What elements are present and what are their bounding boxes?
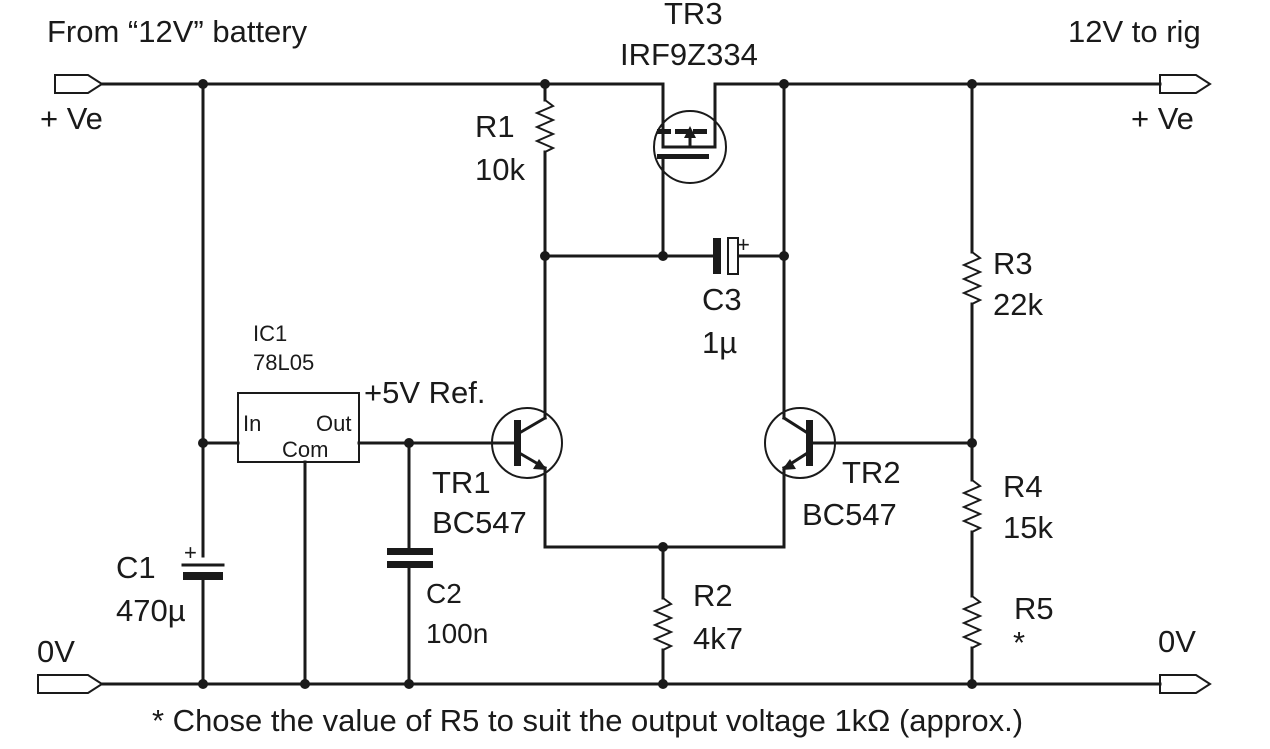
tr3-label: TR3 [664,0,723,31]
r2-value: 4k7 [693,621,743,656]
tr2-transistor [764,407,974,549]
r2-label: R2 [693,578,733,613]
output-gnd-label: 0V [1158,624,1196,659]
r4-label: R4 [1003,469,1043,504]
input-title: From “12V” battery [47,14,308,49]
ic1-label: IC1 [253,321,287,346]
ic1-regulator: In Out Com [237,392,360,463]
output-pos-label: + Ve [1131,101,1194,136]
input-gnd-label: 0V [37,634,75,669]
r1-label: R1 [475,109,515,144]
input-vertical-wire [201,82,240,686]
r2-resistor [652,545,674,686]
ic1-pin-in: In [243,411,261,436]
c3-polarity: + [737,232,750,257]
input-gnd-terminal[interactable] [37,674,104,694]
r3-label: R3 [993,246,1033,281]
ic1-pin-com: Com [282,437,328,462]
output-pos-terminal[interactable] [1159,74,1212,94]
tr1-part: BC547 [432,505,527,540]
r3-value: 22k [993,287,1043,322]
input-pos-label: + Ve [40,101,103,136]
c3-value: 1µ [702,325,737,360]
ref-label: +5V Ref. [364,375,486,410]
r4-value: 15k [1003,510,1053,545]
r5-value: * [1013,625,1025,660]
r3-resistor [961,82,983,445]
tr3-part: IRF9Z334 [620,37,758,72]
c1-label: C1 [116,550,156,585]
c2-capacitor [387,441,433,686]
gate-node-wire [543,198,786,258]
input-pos-terminal[interactable] [54,74,104,94]
output-title: 12V to rig [1068,14,1201,49]
c3-label: C3 [702,282,742,317]
junction-dots [198,79,977,689]
c2-value: 100n [426,618,488,649]
r4-resistor [961,441,983,598]
tr2-part: BC547 [802,497,897,532]
c2-label: C2 [426,578,462,609]
top-rail [100,82,1162,98]
c1-value: 470µ [116,593,186,628]
tr3-mosfet [653,94,727,202]
tr2-label: TR2 [842,455,901,490]
tr1-transistor [491,407,563,549]
output-gnd-terminal[interactable] [1159,674,1212,694]
tr1-label: TR1 [432,465,491,500]
ic1-pin-out: Out [316,411,351,436]
r5-resistor [961,595,983,686]
r1-value: 10k [475,152,525,187]
ic1-part: 78L05 [253,350,314,375]
c1-polarity: + [184,540,197,565]
c3-capacitor: + [713,232,750,275]
footnote: * Chose the value of R5 to suit the outp… [152,703,1023,738]
c1-capacitor: + [181,540,225,580]
r5-label: R5 [1014,591,1054,626]
